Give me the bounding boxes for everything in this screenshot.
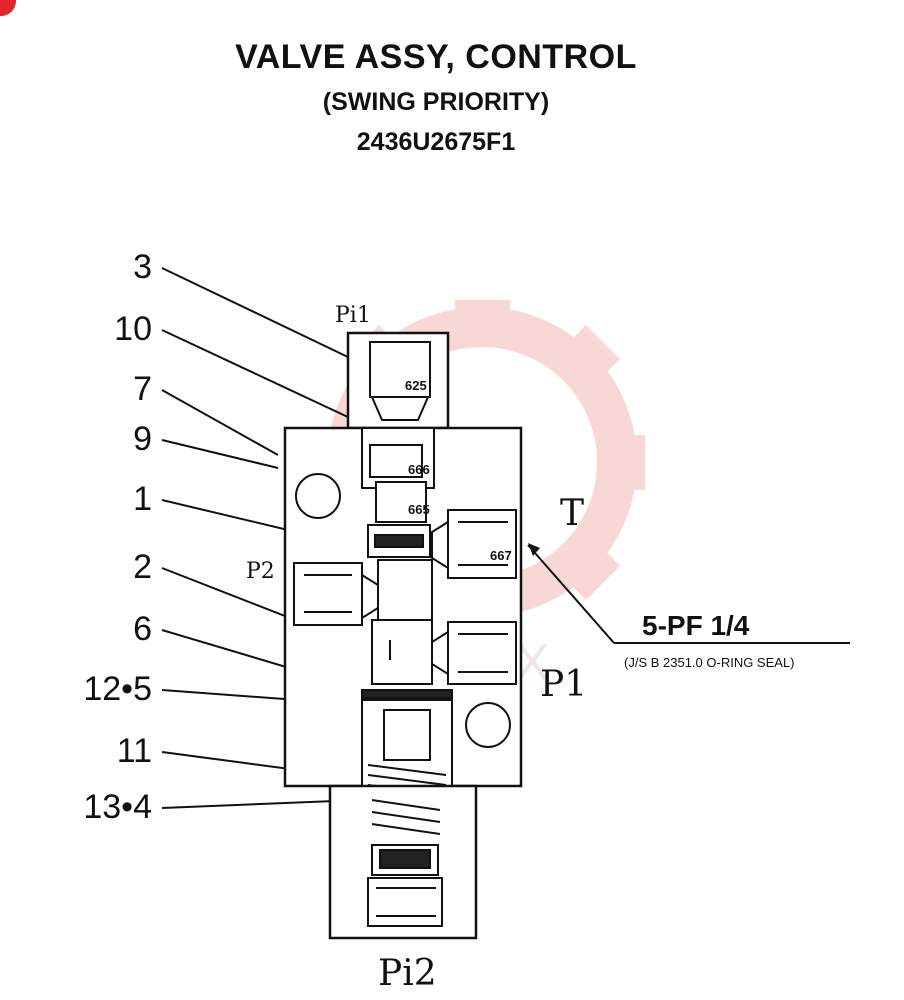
callout-13-4: 13•4 (83, 788, 152, 826)
title-line-3: 2436U2675F1 (356, 128, 516, 156)
port-label-t: T (560, 493, 584, 534)
callout-3: 3 (133, 248, 152, 286)
title-line-1: VALVE ASSY, CONTROL (235, 38, 637, 76)
port-spec-main: 5-PF 1/4 (642, 610, 750, 641)
part-number-625: 625 (405, 378, 427, 393)
title-line-2: (SWING PRIORITY) (322, 88, 550, 116)
callout-11: 11 (117, 732, 152, 770)
callout-9: 9 (133, 420, 152, 458)
port-label-p1: P1 (540, 664, 587, 705)
port-label-p2: P2 (246, 559, 275, 584)
callout-1: 1 (133, 480, 152, 518)
callout-10: 10 (114, 310, 152, 348)
part-number-666: 666 (408, 462, 430, 477)
part-number-667: 667 (490, 548, 512, 563)
port-label-pi2: Pi2 (378, 953, 437, 994)
callout-12-5: 12•5 (83, 670, 152, 708)
leader-lines (161, 267, 850, 809)
port-label-pi1: Pi1 (335, 303, 371, 328)
part-number-665: 665 (408, 502, 430, 517)
callout-7: 7 (133, 370, 152, 408)
callout-2: 2 (133, 548, 152, 586)
port-spec-sub: (J/S B 2351.0 O-RING SEAL) (624, 655, 795, 670)
callout-6: 6 (133, 610, 152, 648)
valve-body (283, 331, 523, 940)
